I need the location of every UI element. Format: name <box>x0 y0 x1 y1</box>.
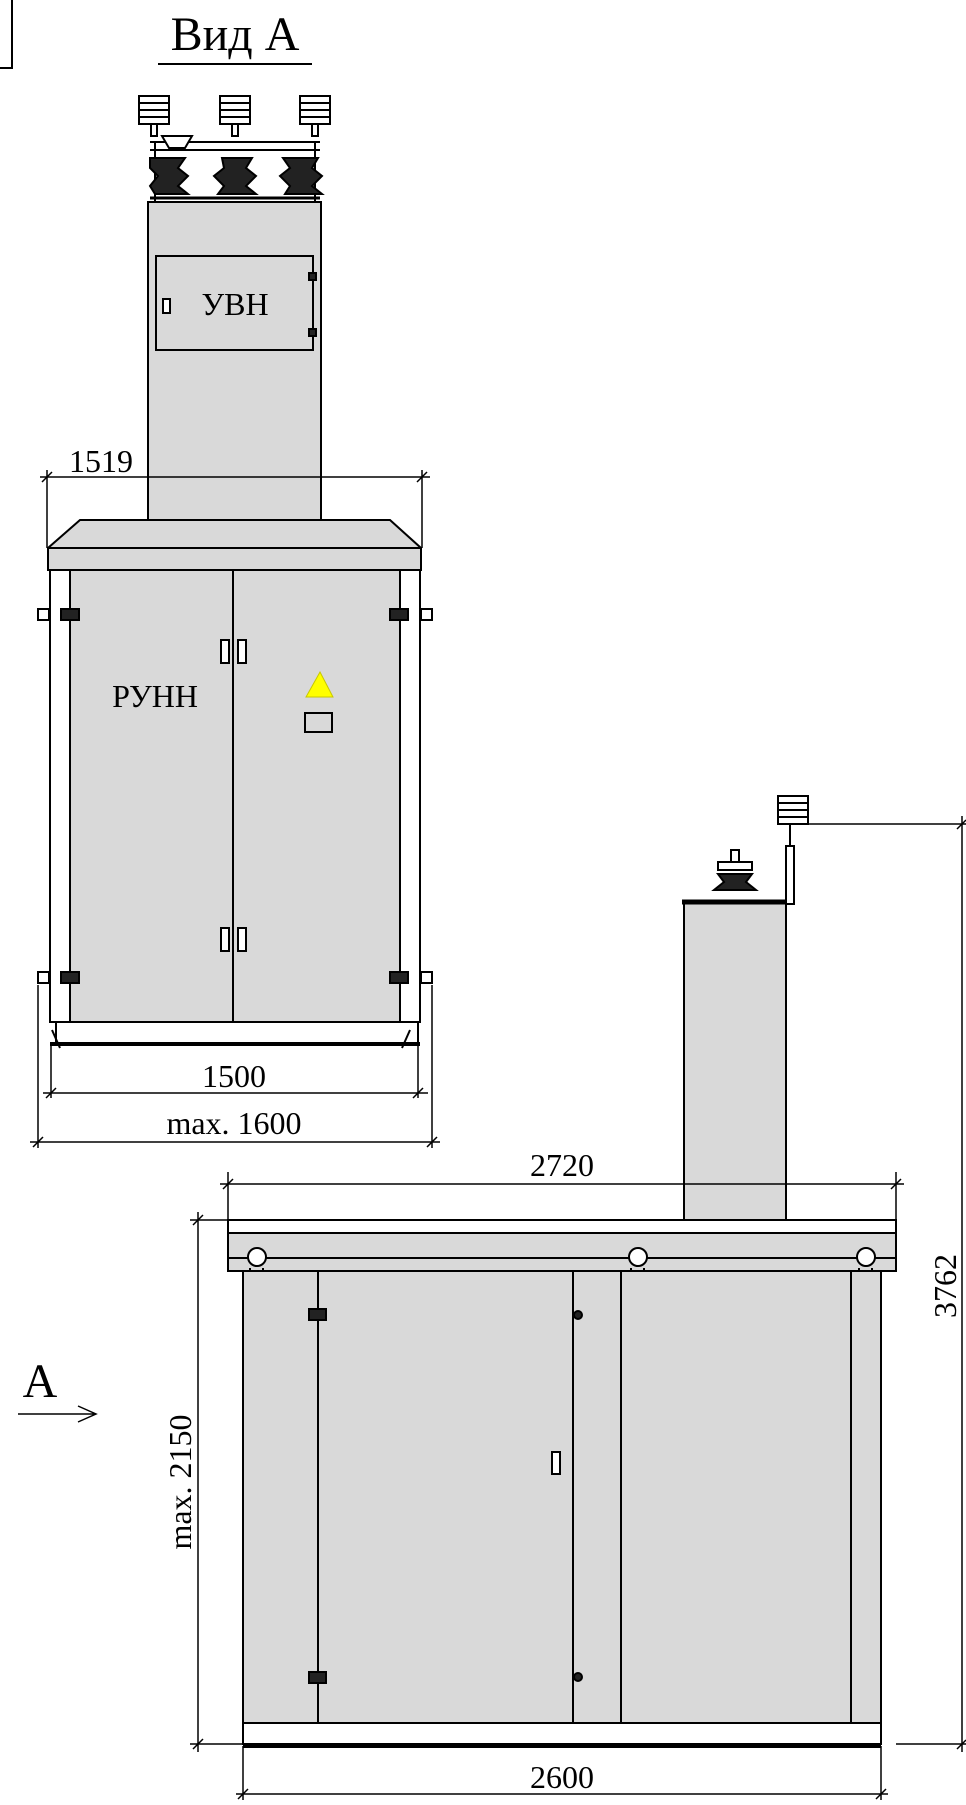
lv-right-post <box>399 569 421 1023</box>
door-handle-icon <box>237 927 247 952</box>
dim-total-height: 3762 <box>927 1254 963 1318</box>
dim-roof-length: 2720 <box>530 1147 594 1183</box>
insulator-2 <box>212 95 259 195</box>
side-view <box>227 795 897 1748</box>
hv-compartment <box>147 201 322 521</box>
hv-door-hinge-icon <box>308 272 317 281</box>
insulator-3 <box>278 95 331 195</box>
hinge-icon <box>60 608 80 621</box>
hinge-icon <box>60 971 80 984</box>
dim-max-height: max. 2150 <box>162 1414 198 1549</box>
insulator-1 <box>138 95 194 195</box>
side-roof <box>227 1219 897 1234</box>
door-handle-icon <box>220 639 230 664</box>
bolt-icon <box>37 608 50 621</box>
front-dimensions <box>30 470 440 1148</box>
lv-label: РУНН <box>112 678 198 714</box>
lifting-eye-icon <box>247 1247 267 1267</box>
bolt-icon <box>420 608 433 621</box>
hv-door <box>155 255 314 351</box>
hv-door-hinge-icon <box>308 328 317 337</box>
hinge-icon <box>308 1308 327 1321</box>
roof <box>47 519 422 571</box>
warning-triangle-icon <box>305 670 334 698</box>
hinge-icon <box>389 971 409 984</box>
side-roof-beam <box>227 1232 897 1272</box>
front-view <box>37 95 433 1049</box>
door-lock-icon <box>551 1451 561 1475</box>
view-title: Вид А <box>171 8 300 61</box>
hv-label: УВН <box>201 286 268 322</box>
bolt-icon <box>37 971 50 984</box>
hv-door-lock-icon <box>162 298 171 314</box>
dim-base-length: 2600 <box>530 1759 594 1795</box>
latch-icon <box>573 1672 583 1682</box>
lifting-eye-icon <box>856 1247 876 1267</box>
dim-base-width: 1500 <box>202 1058 266 1094</box>
side-hv-compartment <box>683 901 787 1221</box>
side-insulator <box>711 795 809 905</box>
dim-max-width: max. 1600 <box>166 1105 301 1141</box>
hinge-icon <box>389 608 409 621</box>
hinge-icon <box>308 1671 327 1684</box>
hv-insulators <box>138 95 331 205</box>
bolt-icon <box>420 971 433 984</box>
lv-base <box>55 1021 419 1045</box>
view-arrow-label: А <box>23 1355 58 1408</box>
lv-left-post <box>49 569 71 1023</box>
door-handle-icon <box>220 927 230 952</box>
dim-roof-width: 1519 <box>69 443 133 479</box>
lifting-eye-icon <box>628 1247 648 1267</box>
lv-cabinet <box>49 569 421 1023</box>
latch-icon <box>573 1310 583 1320</box>
door-handle-icon <box>237 639 247 664</box>
side-dimensions <box>190 816 966 1800</box>
frame-corner <box>0 0 13 69</box>
side-body <box>242 1270 882 1724</box>
side-base <box>242 1722 882 1745</box>
view-arrow-icon <box>18 1405 98 1423</box>
label-plate <box>304 712 333 733</box>
